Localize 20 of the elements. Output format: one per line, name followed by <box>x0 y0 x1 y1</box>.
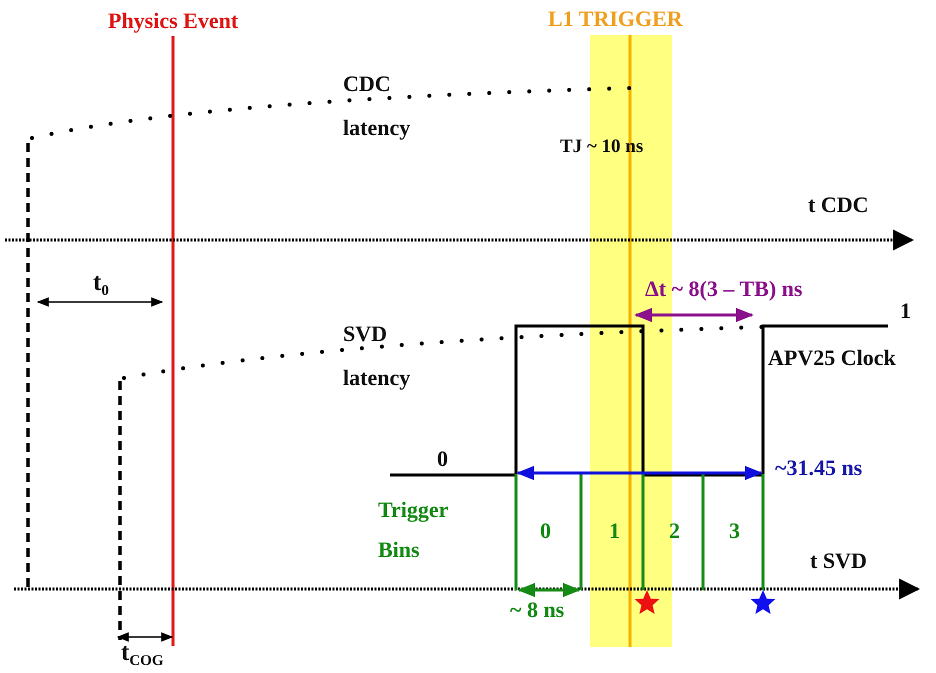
trigger-label: L1 TRIGGER <box>548 6 683 32</box>
delta-label: Δt ~ 8(3 – TB) ns <box>645 276 802 302</box>
time-offset-label: t$_{0}$ <box>93 270 109 296</box>
period-label: ~31.45 ns <box>775 455 862 481</box>
bins-label: Trigger Bins <box>378 496 450 564</box>
axis-label: t SVD <box>810 548 867 574</box>
latency-label: CDC latency <box>343 70 412 142</box>
bin-number: 0 <box>540 518 551 544</box>
axis-label: t CDC <box>808 192 868 218</box>
level-label: 1 <box>900 298 911 324</box>
level-label: 0 <box>437 446 448 472</box>
event-label: Physics Event <box>108 8 238 34</box>
bin-number: 3 <box>729 518 740 544</box>
clock-label: APV25 Clock <box>768 345 896 371</box>
bin-number: 1 <box>609 518 620 544</box>
time-offset-label: t$_{COG}$ <box>121 640 164 666</box>
bin-width-label: ~ 8 ns <box>510 597 564 623</box>
latency-label: SVD latency <box>343 320 412 392</box>
bin-number: 2 <box>669 518 680 544</box>
jitter-label: TJ ~ 10 ns <box>560 135 644 159</box>
